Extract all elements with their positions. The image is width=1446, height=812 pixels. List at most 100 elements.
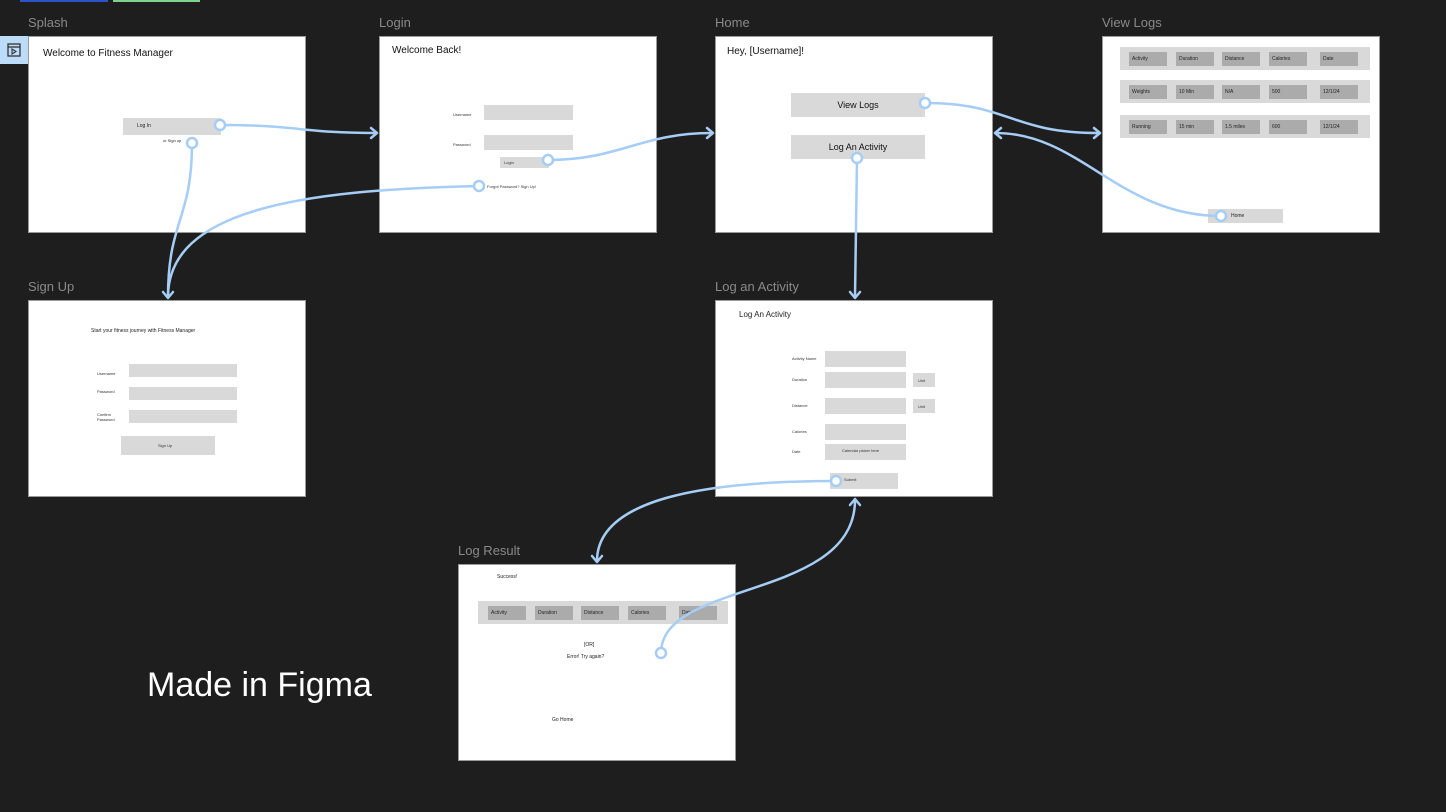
go-home-link[interactable]: Go Home <box>552 717 574 723</box>
activity-name-label: Activity Name <box>792 356 817 361</box>
frame-home[interactable]: Hey, [Username]! View Logs Log An Activi… <box>715 36 993 233</box>
hotspot <box>654 646 668 660</box>
date-picker[interactable]: Calendar picker here <box>825 444 906 460</box>
distance-input[interactable] <box>825 398 906 414</box>
frame-signup[interactable]: Start your fitness journey with Fitness … <box>28 300 306 497</box>
frame-view-logs[interactable]: Activity Duration Distance Calories Date… <box>1102 36 1380 233</box>
username-label: Username <box>453 112 472 117</box>
table-cell: Calories <box>1269 52 1307 66</box>
forgot-password-link[interactable]: Forgot Password? Sign Up! <box>487 184 536 189</box>
confirm-password-input[interactable] <box>129 410 237 423</box>
log-activity-title: Log An Activity <box>739 310 792 319</box>
connector-error-logactivity <box>659 498 857 655</box>
connector-home-viewlogs <box>923 101 1101 135</box>
table-cell: 500 <box>1269 85 1307 99</box>
connector-viewlogs-home <box>994 131 1223 218</box>
connector-submit-result <box>595 479 838 563</box>
hotspot <box>213 118 227 132</box>
or-text: [OR] <box>584 642 595 648</box>
frame-label-login[interactable]: Login <box>379 15 411 30</box>
username-input[interactable] <box>129 364 237 377</box>
hotspot <box>829 474 843 488</box>
frame-log-result[interactable]: Success! Activity Duration Distance Calo… <box>458 564 736 761</box>
arrowhead <box>1092 126 1102 140</box>
table-cell: Activity <box>488 606 526 620</box>
table-cell: 12/1/24 <box>1320 120 1358 134</box>
frame-label-log-result[interactable]: Log Result <box>458 543 521 558</box>
arrowhead <box>161 290 175 300</box>
table-cell: Duration <box>1176 52 1214 66</box>
table-cell: 600 <box>1269 120 1307 134</box>
table-cell: 15 min <box>1176 120 1214 134</box>
login-submit-label: Login <box>504 160 514 165</box>
login-button[interactable]: Log In <box>123 118 221 135</box>
arrowhead <box>848 290 862 300</box>
table-cell: Calories <box>628 606 666 620</box>
table-row: Weights 10 Min N/A 500 12/1/24 <box>1120 80 1370 103</box>
log-header-row: Activity Duration Distance Calories Date <box>1120 47 1370 70</box>
error-link[interactable]: Error! Try again? <box>567 654 605 660</box>
frame-label-log-activity[interactable]: Log an Activity <box>715 279 799 294</box>
hotspot <box>185 136 199 150</box>
duration-label: Duration <box>792 377 808 382</box>
password-input[interactable] <box>129 387 237 400</box>
connector-home-logactivity <box>853 156 859 299</box>
distance-unit-button[interactable]: Unit <box>913 399 935 413</box>
frame-label-signup[interactable]: Sign Up <box>28 279 75 294</box>
signup-title: Start your fitness journey with Fitness … <box>91 328 196 334</box>
success-text: Success! <box>497 574 518 580</box>
table-cell: Distance <box>581 606 619 620</box>
distance-label: Distance <box>792 403 808 408</box>
frame-label-view-logs[interactable]: View Logs <box>1102 15 1162 30</box>
login-button-label: Log In <box>137 123 151 129</box>
duration-unit-button[interactable]: Unit <box>913 373 935 387</box>
result-row: Activity Duration Distance Calories Date <box>478 601 728 624</box>
activity-name-input[interactable] <box>825 351 906 367</box>
arrowhead <box>590 554 604 564</box>
submit-button[interactable]: Submit <box>830 473 898 489</box>
table-cell: 12/1/24 <box>1320 85 1358 99</box>
arrowhead <box>369 126 379 140</box>
signup-button[interactable]: Sign Up <box>121 436 215 455</box>
password-input[interactable] <box>484 135 573 150</box>
arrowhead <box>993 126 1003 140</box>
arrowhead <box>848 497 862 507</box>
frame-log-activity[interactable]: Log An Activity Activity Name Duration U… <box>715 300 993 497</box>
hotspot <box>918 96 932 110</box>
log-activity-button[interactable]: Log An Activity <box>791 135 925 159</box>
hotspot <box>541 153 555 167</box>
home-button[interactable]: Home <box>1208 209 1283 223</box>
login-title: Welcome Back! <box>392 45 462 56</box>
signup-link[interactable]: or Sign up <box>163 138 182 143</box>
connector-login-home <box>546 131 714 162</box>
username-input[interactable] <box>484 105 573 120</box>
table-cell: Weights <box>1129 85 1167 99</box>
connector-login-signup <box>166 184 481 299</box>
home-title: Hey, [Username]! <box>727 46 805 57</box>
duration-input[interactable] <box>825 372 906 388</box>
confirm-password-label: Confirm Password <box>97 412 115 422</box>
login-submit-button[interactable]: Login <box>500 157 549 168</box>
calories-input[interactable] <box>825 424 906 440</box>
table-cell: 10 Min <box>1176 85 1214 99</box>
unit-label: Unit <box>918 378 926 383</box>
frame-login[interactable]: Welcome Back! Username Password Login Fo… <box>379 36 657 233</box>
home-button-label: Home <box>1231 213 1245 219</box>
tab-indicator-blue <box>20 0 108 2</box>
tab-indicator-green <box>113 0 200 2</box>
frame-splash[interactable]: Welcome to Fitness Manager Log In or Sig… <box>28 36 306 233</box>
view-logs-button[interactable]: View Logs <box>791 93 925 117</box>
frame-label-home[interactable]: Home <box>715 15 750 30</box>
splash-title: Welcome to Fitness Manager <box>43 48 173 59</box>
frame-label-splash[interactable]: Splash <box>28 15 68 30</box>
hotspot <box>1214 209 1228 223</box>
table-cell: Running <box>1129 120 1167 134</box>
made-in-figma-watermark: Made in Figma <box>147 666 372 704</box>
date-placeholder: Calendar picker here <box>842 448 880 453</box>
calories-label: Calories <box>792 429 807 434</box>
connector-splash-signup <box>166 141 194 299</box>
table-row: Running 15 min 1.5 miles 600 12/1/24 <box>1120 115 1370 138</box>
prototype-start-icon[interactable] <box>0 36 28 64</box>
table-cell: Duration <box>535 606 573 620</box>
